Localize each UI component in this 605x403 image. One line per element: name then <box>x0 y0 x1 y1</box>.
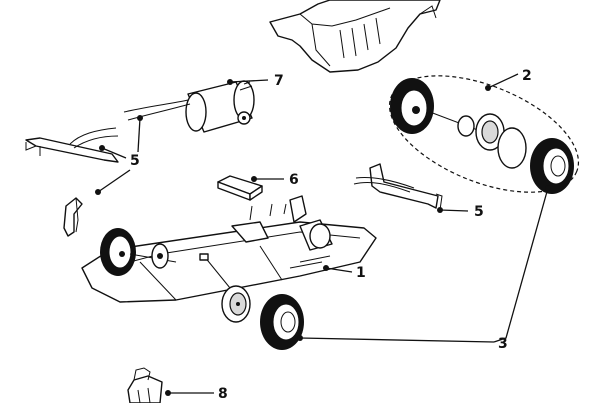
guide-contact-right-part <box>353 163 443 211</box>
magnet-part <box>217 175 263 201</box>
rear-axle-assembly-part <box>388 75 580 194</box>
motor-part <box>123 80 255 133</box>
leader-lines <box>95 73 551 396</box>
callout-7: 7 <box>274 73 284 89</box>
callout-5-left: 5 <box>130 153 140 169</box>
callout-8: 8 <box>218 386 228 402</box>
chassis-part <box>81 195 377 303</box>
callout-2: 2 <box>522 68 532 84</box>
brush-clip-part <box>63 197 83 237</box>
front-wheel-left-part <box>100 228 177 276</box>
guide-blade-part <box>127 367 163 403</box>
callout-5-right: 5 <box>474 204 484 220</box>
callout-3: 3 <box>498 336 508 352</box>
car-body-part <box>269 0 441 73</box>
callout-1: 1 <box>356 265 366 281</box>
guide-contact-left-part <box>25 127 119 163</box>
callout-6: 6 <box>289 172 299 188</box>
loose-wheels-part <box>221 285 304 350</box>
